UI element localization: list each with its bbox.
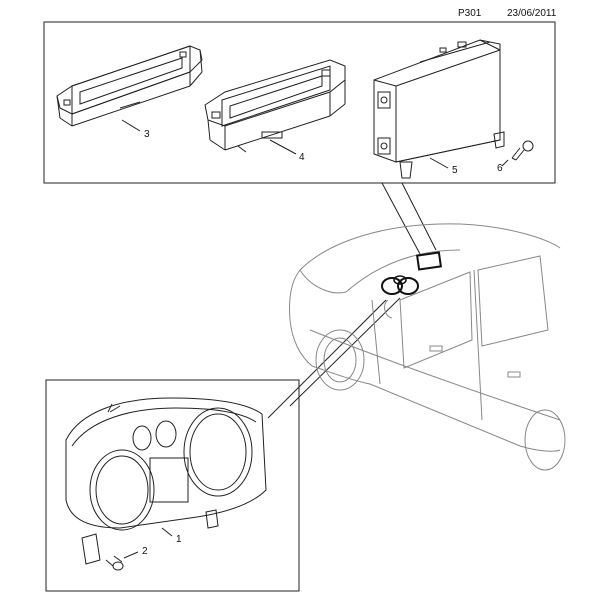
leader-4 (269, 139, 297, 155)
part-5-display-unit (373, 39, 505, 179)
leader-6 (501, 159, 509, 167)
leader-3 (121, 119, 141, 132)
page-code: P301 (458, 8, 482, 19)
leader-1 (161, 527, 173, 537)
part-4-display-module (204, 59, 346, 153)
bottom-inset-connector (267, 297, 401, 419)
callout-5: 5 (452, 165, 458, 176)
callout-6: 6 (497, 163, 503, 174)
leader-5 (429, 157, 449, 169)
part-2-screw (105, 555, 124, 571)
callout-4: 4 (299, 152, 305, 163)
part-6-screw (511, 140, 534, 161)
car-dash-highlight (381, 251, 442, 295)
top-inset-connector (381, 182, 437, 255)
diagram-date: 23/06/2011 (507, 8, 557, 19)
callout-2: 2 (142, 546, 148, 557)
callout-1: 1 (176, 534, 182, 545)
top-inset-frame (43, 21, 556, 184)
bottom-inset-frame (45, 379, 300, 592)
part-3-display-frame (56, 45, 203, 127)
callout-3: 3 (144, 129, 150, 140)
car-outline (289, 223, 566, 471)
leader-2 (123, 551, 139, 559)
part-1-instrument-cluster (65, 397, 267, 565)
